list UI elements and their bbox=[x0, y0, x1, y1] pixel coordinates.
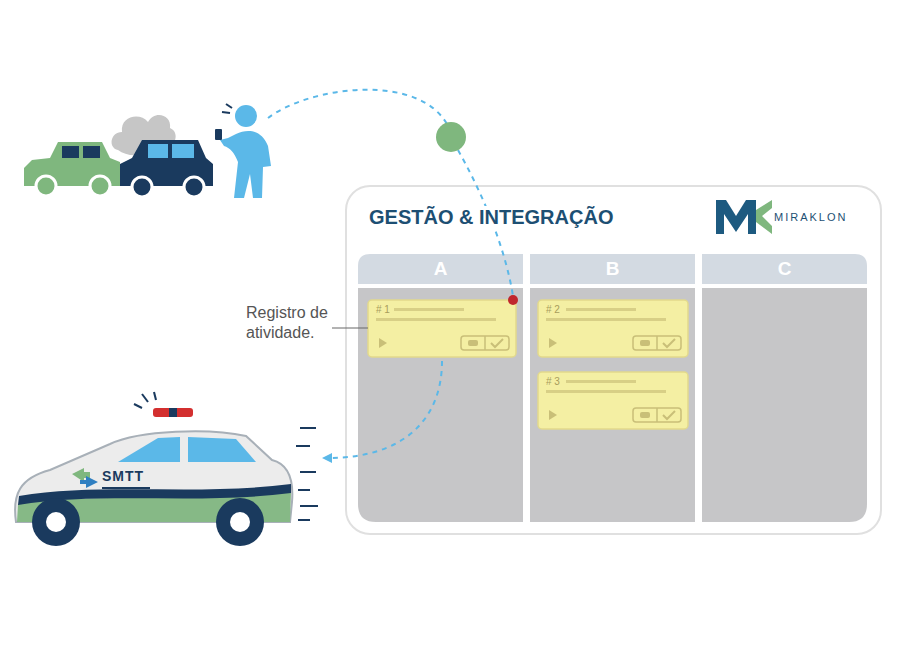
navy-car bbox=[120, 140, 213, 197]
logo-mark bbox=[716, 200, 772, 234]
column-header bbox=[702, 254, 867, 284]
police-car: SMTT bbox=[10, 390, 322, 550]
activity-card bbox=[368, 300, 516, 357]
column-body bbox=[530, 288, 695, 522]
board-column: A # 1 bbox=[358, 254, 523, 522]
panel-outline bbox=[346, 186, 881, 534]
column-header bbox=[530, 254, 695, 284]
node-text: A bbox=[358, 254, 523, 284]
connector-line bbox=[328, 361, 442, 458]
car-illustration bbox=[10, 390, 322, 550]
column-body bbox=[702, 288, 867, 522]
activity-card bbox=[538, 372, 688, 429]
node-text: # 2 bbox=[546, 304, 560, 315]
board-column: C bbox=[702, 254, 867, 522]
node-text: B bbox=[530, 254, 695, 284]
entry-dot bbox=[508, 295, 518, 305]
column-header bbox=[358, 254, 523, 284]
report-path bbox=[268, 90, 448, 126]
node-text: SMTT bbox=[102, 468, 144, 484]
activity-card: # 1 bbox=[368, 300, 516, 357]
green-car bbox=[24, 142, 120, 196]
dashed-connector bbox=[322, 361, 442, 463]
node-text: # 3 bbox=[546, 376, 560, 387]
node-text: GESTÃO & INTEGRAÇÃO bbox=[367, 206, 615, 229]
arrow-head bbox=[322, 453, 332, 463]
logo-wordmark: MIRAKLON bbox=[774, 211, 847, 223]
board-column: B # 2 # 3 bbox=[530, 254, 695, 522]
person-reporting bbox=[215, 104, 271, 198]
leader-line bbox=[332, 328, 368, 329]
activity-card bbox=[538, 300, 688, 357]
activity-card: # 3 bbox=[538, 372, 688, 429]
message-dot bbox=[436, 122, 466, 152]
callout-label: Registro de atividade. bbox=[246, 303, 330, 343]
node-text: # 1 bbox=[376, 304, 390, 315]
node-text: C bbox=[702, 254, 867, 284]
activity-card: # 2 bbox=[538, 300, 688, 357]
column-body bbox=[358, 288, 523, 522]
board-panel: GESTÃO & INTEGRAÇÃO A # 1 B # 2 # 3 C bbox=[345, 185, 882, 535]
